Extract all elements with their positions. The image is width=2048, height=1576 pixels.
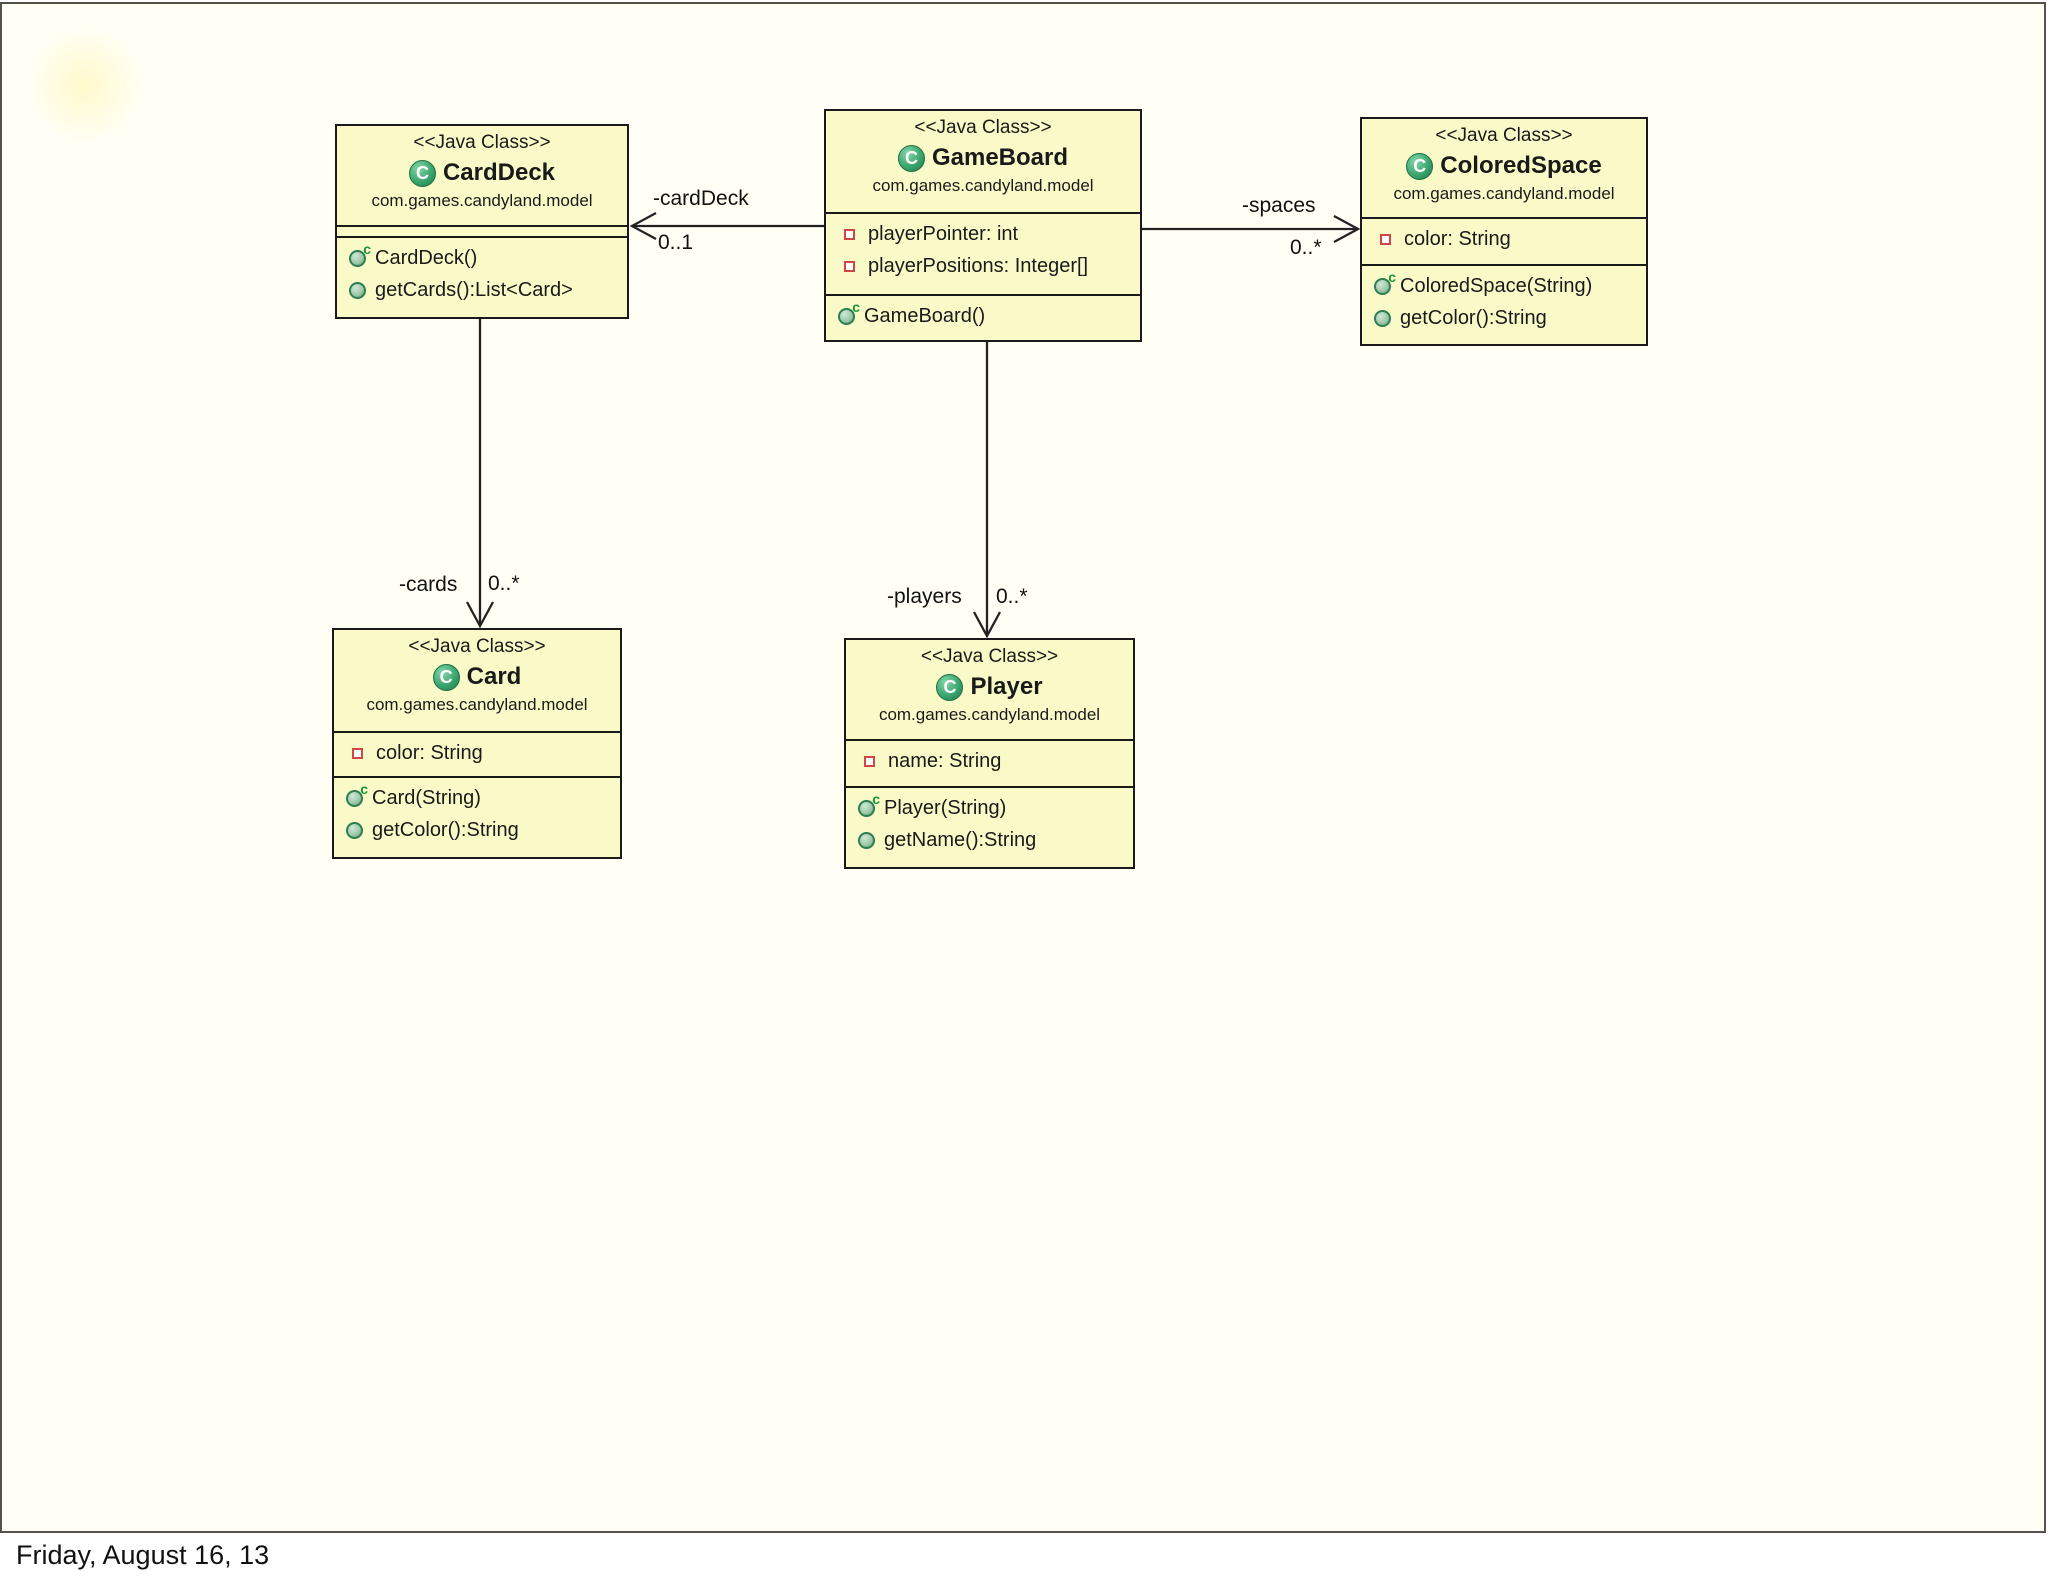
attribute-label: playerPointer: int (868, 223, 1019, 245)
class-header-gameboard: <<Java Class>> C GameBoard com.games.can… (826, 111, 1140, 212)
class-header-carddeck: <<Java Class>> C CardDeck com.games.cand… (337, 126, 627, 225)
class-name: Player (970, 673, 1043, 700)
field-icon (352, 748, 363, 759)
method-row: getCards():List<Card> (337, 279, 627, 302)
attributes-compartment-coloredspace: color: String (1362, 217, 1646, 264)
constructor-icon: c (858, 791, 880, 817)
association-connectors (465, 211, 1361, 639)
association-label-spaces: -spaces (1242, 194, 1316, 217)
methods-compartment-gameboard: c GameBoard() (826, 294, 1140, 340)
attributes-compartment-player: name: String (846, 739, 1133, 786)
association-label-carddeck: -cardDeck (653, 187, 749, 210)
attribute-row: playerPointer: int (826, 223, 1140, 246)
methods-compartment-carddeck: c CardDeck() getCards():List<Card> (337, 236, 627, 317)
class-box-carddeck[interactable]: <<Java Class>> C CardDeck com.games.cand… (335, 124, 629, 319)
package-label: com.games.candyland.model (872, 176, 1094, 195)
class-box-gameboard[interactable]: <<Java Class>> C GameBoard com.games.can… (824, 109, 1142, 342)
class-box-card[interactable]: <<Java Class>> C Card com.games.candylan… (332, 628, 622, 859)
class-icon: C (432, 663, 460, 691)
package-label: com.games.candyland.model (371, 191, 593, 210)
class-icon: C (408, 159, 436, 187)
class-icon: C (1406, 152, 1434, 180)
method-label: GameBoard() (864, 305, 986, 327)
attribute-label: name: String (888, 750, 1002, 772)
attribute-label: playerPositions: Integer[] (868, 255, 1089, 277)
method-row: c Player(String) (846, 791, 1133, 820)
multiplicity-label-players: 0..* (996, 585, 1028, 608)
method-row: c ColoredSpace(String) (1362, 269, 1646, 298)
class-header-card: <<Java Class>> C Card com.games.candylan… (334, 630, 620, 731)
method-icon (346, 822, 363, 839)
methods-compartment-coloredspace: c ColoredSpace(String) getColor():String (1362, 264, 1646, 344)
class-name: GameBoard (931, 144, 1069, 171)
slide-date-footer: Friday, August 16, 13 (16, 1540, 270, 1570)
attribute-row: playerPositions: Integer[] (826, 255, 1140, 278)
stereotype-label: <<Java Class>> (1435, 125, 1573, 146)
class-name: Card (466, 663, 522, 690)
class-header-coloredspace: <<Java Class>> C ColoredSpace com.games.… (1362, 119, 1646, 217)
field-icon (844, 229, 855, 240)
method-label: ColoredSpace(String) (1400, 275, 1593, 297)
field-icon (844, 261, 855, 272)
attribute-row: name: String (846, 750, 1133, 773)
multiplicity-label-spaces: 0..* (1290, 236, 1322, 259)
methods-compartment-card: c Card(String) getColor():String (334, 776, 620, 857)
field-icon (1380, 234, 1391, 245)
methods-compartment-player: c Player(String) getName():String (846, 786, 1133, 867)
multiplicity-label-carddeck: 0..1 (658, 231, 694, 254)
slide-canvas: -cardDeck 0..1 -spaces 0..* -cards 0..* … (0, 2, 2046, 1533)
open-arrowhead-carddeck (629, 211, 657, 241)
constructor-icon: c (838, 299, 860, 325)
method-row: getColor():String (1362, 307, 1646, 330)
method-row: c GameBoard() (826, 299, 1140, 328)
package-label: com.games.candyland.model (366, 695, 588, 714)
method-icon (349, 282, 366, 299)
attribute-row: color: String (1362, 228, 1646, 251)
method-label: getColor():String (1400, 307, 1547, 329)
stereotype-label: <<Java Class>> (920, 646, 1059, 667)
attributes-compartment-card: color: String (334, 731, 620, 776)
method-icon (858, 832, 875, 849)
method-label: Player(String) (884, 797, 1007, 819)
class-name: ColoredSpace (1440, 152, 1602, 179)
attribute-label: color: String (1404, 228, 1511, 250)
field-icon (864, 756, 875, 767)
class-box-player[interactable]: <<Java Class>> C Player com.games.candyl… (844, 638, 1135, 869)
corner-highlight-decoration (24, 24, 146, 146)
method-row: getName():String (846, 829, 1133, 852)
class-icon: C (936, 673, 964, 701)
constructor-icon: c (346, 781, 368, 807)
multiplicity-label-cards: 0..* (488, 572, 520, 595)
class-icon: C (897, 144, 925, 172)
association-label-players: -players (887, 585, 962, 608)
method-label: getName():String (884, 829, 1037, 851)
class-header-player: <<Java Class>> C Player com.games.candyl… (846, 640, 1133, 739)
class-box-coloredspace[interactable]: <<Java Class>> C ColoredSpace com.games.… (1360, 117, 1648, 346)
method-row: c CardDeck() (337, 241, 627, 270)
method-label: Card(String) (372, 787, 481, 809)
constructor-icon: c (1374, 269, 1396, 295)
open-arrowhead-spaces (1333, 214, 1361, 244)
method-label: getCards():List<Card> (375, 279, 573, 301)
method-label: CardDeck() (375, 247, 478, 269)
method-row: c Card(String) (334, 781, 620, 810)
constructor-icon: c (349, 241, 371, 267)
stereotype-label: <<Java Class>> (408, 636, 546, 657)
attribute-row: color: String (334, 742, 620, 765)
class-name: CardDeck (442, 159, 556, 186)
open-arrowhead-cards (465, 601, 495, 629)
stereotype-label: <<Java Class>> (914, 117, 1052, 138)
method-icon (1374, 310, 1391, 327)
method-label: getColor():String (372, 819, 519, 841)
attributes-compartment-carddeck (337, 225, 627, 236)
attribute-label: color: String (376, 742, 483, 764)
attributes-compartment-gameboard: playerPointer: int playerPositions: Inte… (826, 212, 1140, 294)
open-arrowhead-players (972, 611, 1002, 639)
stereotype-label: <<Java Class>> (413, 132, 551, 153)
association-label-cards: -cards (399, 573, 458, 596)
package-label: com.games.candyland.model (1393, 184, 1615, 203)
package-label: com.games.candyland.model (878, 705, 1101, 724)
method-row: getColor():String (334, 819, 620, 842)
